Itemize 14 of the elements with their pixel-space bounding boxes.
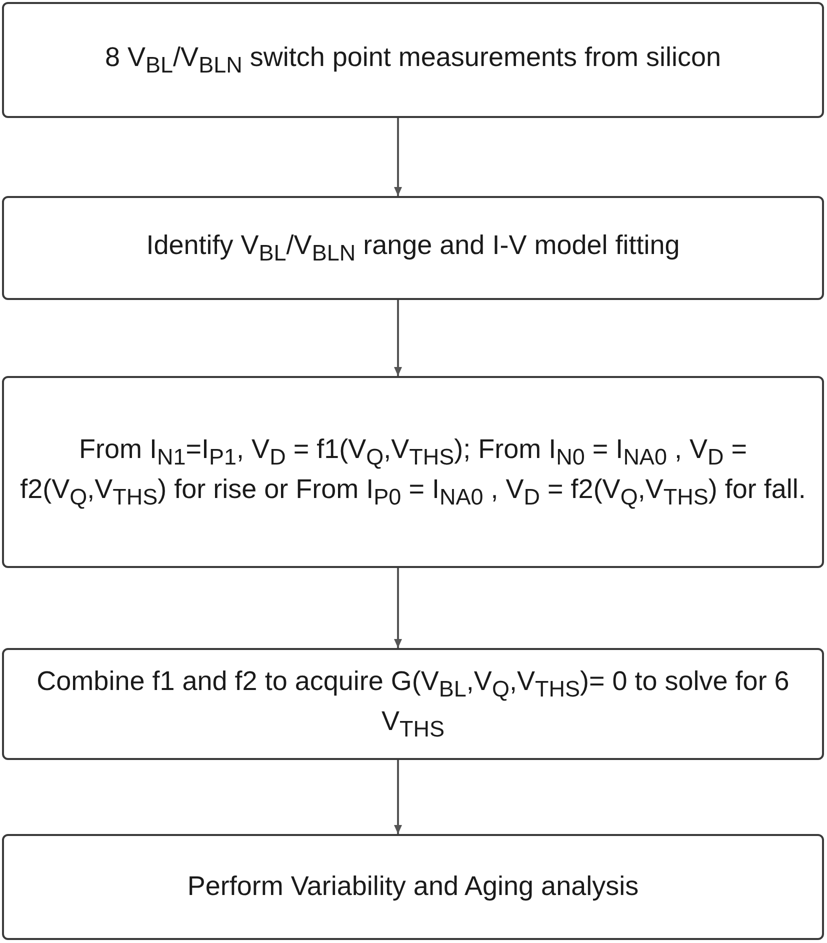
- process-box: [2, 648, 824, 760]
- process-box: [2, 376, 824, 568]
- step-text: Perform Variability and Aging analysis: [187, 870, 639, 904]
- step-text: 8 V$_{BL}$/V$_{BLN}$ switch point measurements from silicon: [104, 41, 722, 80]
- step-text: Combine f1 and f2 to acquire G(V$_{BL}$,V$_{Q}$,V$_{THS}$)= 0 to solve for 6 V$_{THS}$: [36, 665, 790, 744]
- arrow: [394, 118, 402, 196]
- step-text: From I$_{N1}$=I$_{P1}$, V$_{D}$ = f1(V$_{Q}$,V$_{THS}$); From I$_{N0}$ = I$_{NA0}$ , V$_{D}$ = f2(V$_{Q}$,V$_{THS}$) for rise or From I$_{P0}$ = I$_{NA0}$ , V$_{D}$ = f2(V$_{Q}$,V$_{THS}$) for fall.: [19, 433, 807, 512]
- process-box: [2, 2, 824, 118]
- arrow: [394, 760, 402, 834]
- arrow: [394, 568, 402, 648]
- process-box: [2, 196, 824, 300]
- process-box: [2, 834, 824, 940]
- step-text: Identify V$_{BL}$/V$_{BLN}$ range and I-V model fitting: [146, 229, 680, 268]
- arrow: [394, 300, 402, 376]
